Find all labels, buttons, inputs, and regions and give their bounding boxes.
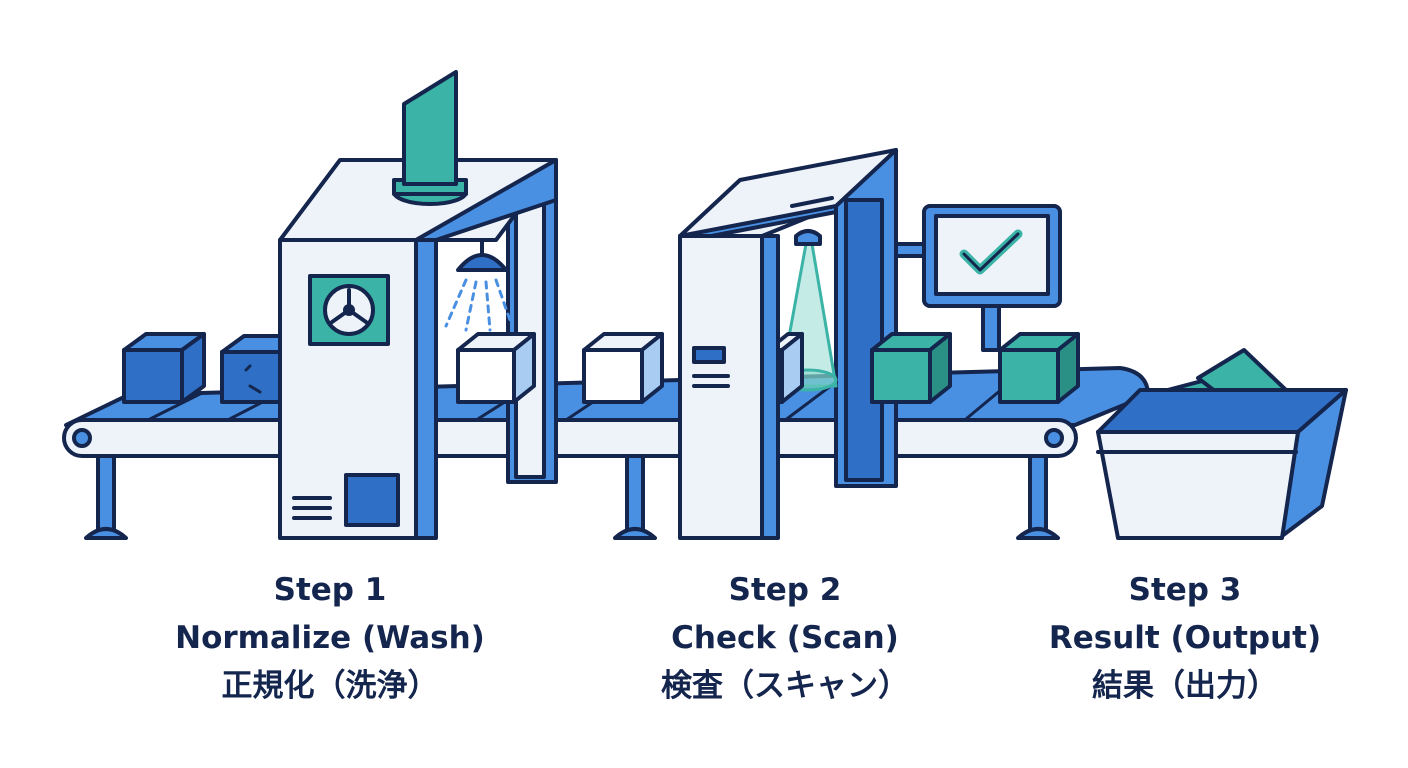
conveyor-legs [84, 453, 1060, 540]
box-checked-1 [870, 332, 952, 404]
roller-left [72, 428, 92, 448]
step-3-subtitle: Result (Output) [1048, 620, 1322, 656]
step-2-japanese: 検査（スキャン） [661, 668, 909, 704]
scanner-gate [678, 148, 898, 540]
box-blue-2 [220, 334, 284, 404]
step-3-title: Step 3 [1128, 572, 1242, 608]
step-1-caption: Step 1 Normalize (Wash) 正規化（洗浄） [120, 566, 540, 710]
step-3-caption: Step 3 Result (Output) 結果（出力） [975, 566, 1395, 710]
step-3-japanese: 結果（出力） [1092, 668, 1278, 704]
box-washed-1 [456, 332, 536, 404]
step-2-caption: Step 2 Check (Scan) 検査（スキャン） [575, 566, 995, 710]
chimney [392, 70, 468, 206]
box-checked-2 [998, 332, 1080, 404]
step-1-japanese: 正規化（洗浄） [221, 668, 439, 704]
box-washed-2 [582, 332, 664, 404]
step-2-title: Step 2 [728, 572, 842, 608]
box-blue-1 [122, 332, 206, 404]
spray-nozzle [456, 236, 508, 272]
water-spray [444, 278, 514, 332]
step-2-subtitle: Check (Scan) [671, 620, 899, 656]
step-1-title: Step 1 [273, 572, 387, 608]
roller-right [1044, 428, 1064, 448]
step-1-subtitle: Normalize (Wash) [175, 620, 485, 656]
monitor [894, 204, 1062, 352]
bin-icon [1096, 388, 1348, 540]
conveyor-frame [62, 418, 1078, 458]
